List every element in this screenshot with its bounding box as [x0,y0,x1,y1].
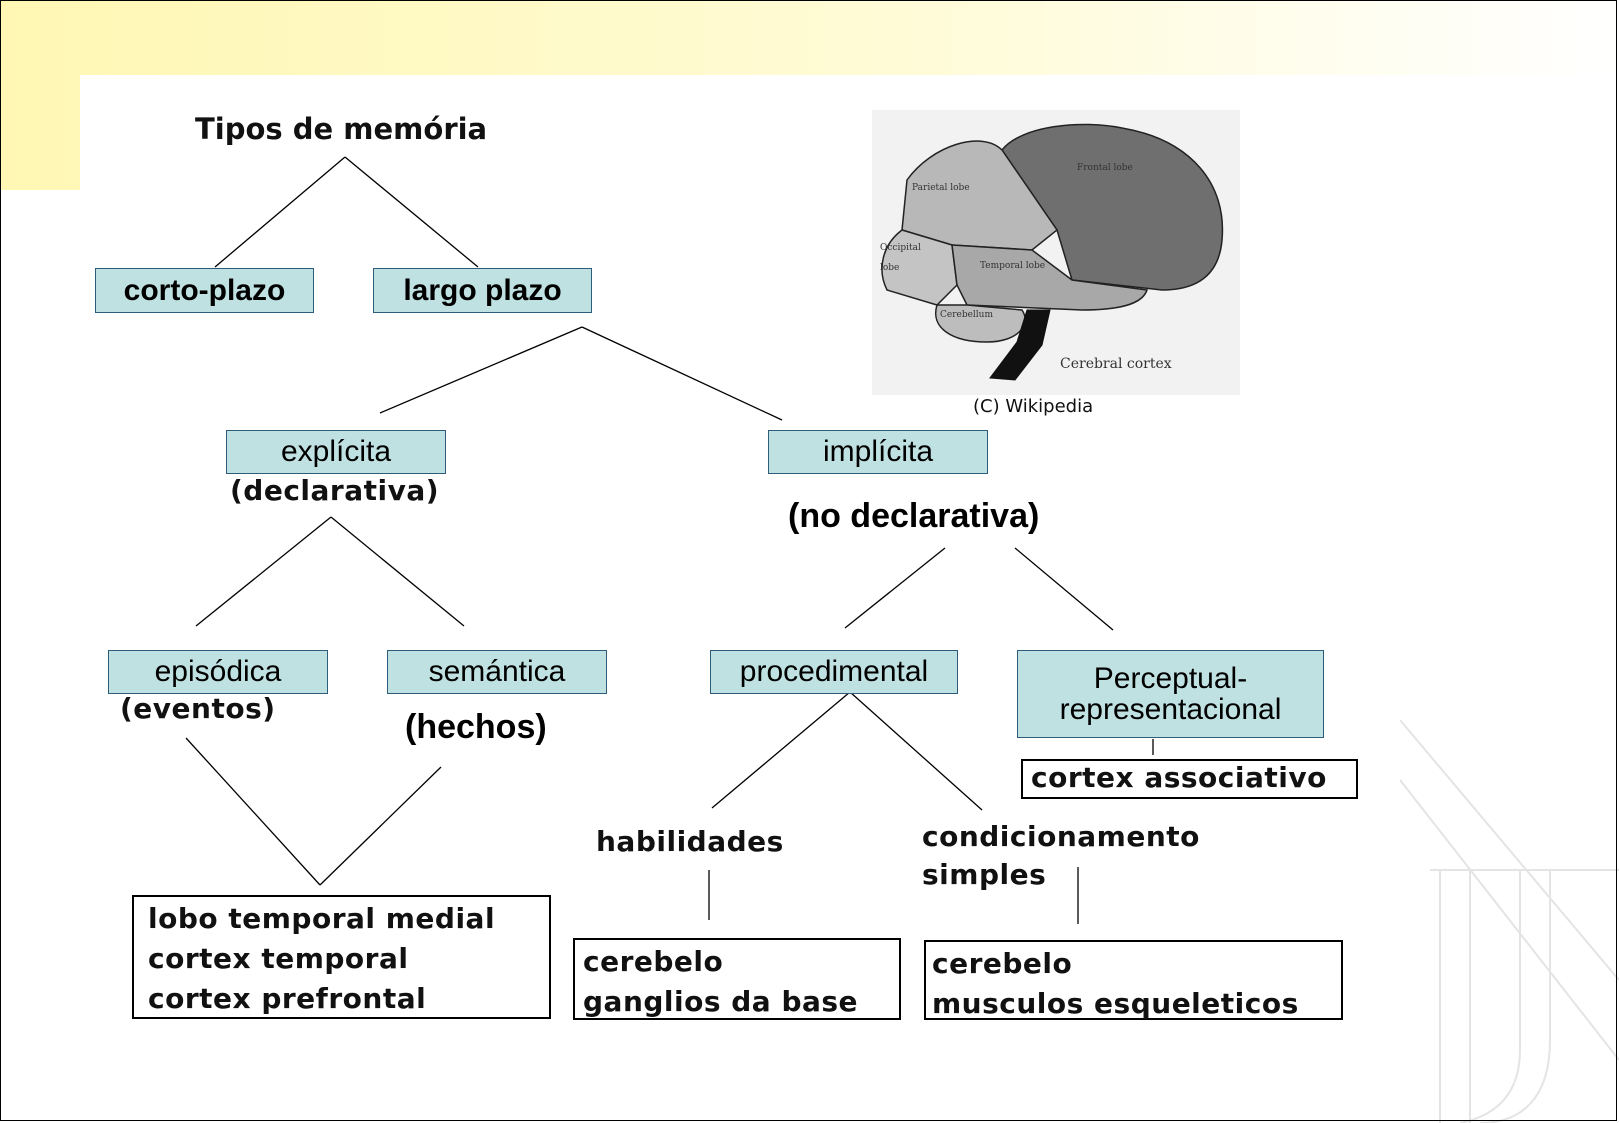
node-implicit: implícita [768,430,988,474]
node-perceptual: Perceptual- representacional [1017,650,1324,738]
node-long-term: largo plazo [373,268,592,313]
conditioning-line-1: condicionamento [922,820,1200,853]
parietal-label: Parietal lobe [912,183,970,193]
brain-stem [989,309,1051,381]
occipital-label-1: Occipital [880,243,921,253]
node-short-term: corto-plazo [95,268,314,313]
node-semantic: semántica [387,650,607,694]
image-credit: (C) Wikipedia [973,396,1094,417]
region-perceptual: cortex associativo [1021,759,1358,799]
frontal-label: Frontal lobe [1077,163,1133,173]
edge-root-short [214,156,346,268]
edge-long-explicit [379,326,583,414]
edge-procedural-skills [711,691,851,809]
region-declarative-line: lobo temporal medial [148,902,496,935]
perceptual-line-1: Perceptual- [1093,661,1248,695]
episodic-subtitle: (eventos) [120,692,276,725]
perceptual-line-2: representacional [1059,693,1282,726]
edge-explicit-episodic [195,516,332,627]
region-declarative-line: cortex prefrontal [148,982,427,1015]
occipital-lobe [881,229,958,306]
brain-illustration: Frontal lobe Parietal lobe Occipital lob… [872,110,1240,395]
edge-procedural-conditioning [849,691,983,811]
parietal-lobe [901,140,1059,251]
edge-implicit-perceptual [1014,547,1114,631]
occipital-label-2: lobe [880,263,899,273]
watermark-logo [1400,720,1619,1123]
explicit-subtitle: (declarativa) [230,474,440,507]
edge-semantic-region [319,766,442,886]
cerebellum [935,304,1026,343]
region-skills-line: ganglios da base [583,985,859,1018]
region-conditioning-line: musculos esqueleticos [932,987,1299,1020]
edge-root-long [344,156,479,268]
cortex-label: Cerebral cortex [1060,356,1172,372]
edge-episodic-region [185,737,321,886]
semantic-subtitle: (hechos) [405,708,547,746]
region-conditioning-line: cerebelo [932,947,1073,980]
node-episodic: episódica [108,650,328,694]
temporal-lobe [951,244,1148,311]
region-perceptual-line: cortex associativo [1031,761,1327,794]
leaf-conditioning: condicionamento simples [922,818,1200,894]
node-procedural: procedimental [710,650,958,694]
edge-implicit-procedural [844,547,946,629]
edge-long-implicit [581,326,783,421]
node-explicit: explícita [226,430,446,474]
frontal-lobe [1001,123,1224,291]
diagram-title: Tipos de memória [195,112,488,146]
temporal-label: Temporal lobe [980,261,1045,271]
region-conditioning: cerebelo musculos esqueleticos [924,940,1343,1020]
edge-explicit-semantic [330,516,465,627]
region-declarative-line: cortex temporal [148,942,409,975]
conditioning-line-2: simples [922,858,1047,891]
region-skills: cerebelo ganglios da base [573,938,901,1020]
region-declarative: lobo temporal medial cortex temporal cor… [132,895,551,1019]
region-skills-line: cerebelo [583,945,724,978]
implicit-subtitle: (no declarativa) [788,497,1040,535]
leaf-skills: habilidades [596,825,784,858]
cerebellum-label: Cerebellum [940,310,993,320]
